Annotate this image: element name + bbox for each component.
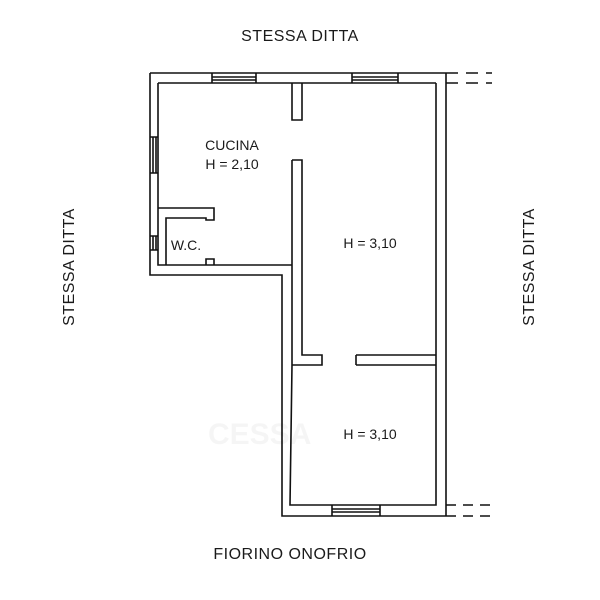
main-room-height: H = 3,10 (343, 235, 397, 251)
dashed-extension-bottom (446, 504, 492, 517)
neighbor-right-label: STESSA DITTA (521, 208, 538, 326)
wc-wall (158, 207, 215, 265)
lower-room-height: H = 3,10 (343, 426, 397, 442)
neighbor-left-label: STESSA DITTA (61, 208, 78, 326)
window-top-right (351, 73, 399, 83)
kitchen-label: CUCINA H = 2,10 (192, 136, 272, 174)
wc-label: W.C. (170, 237, 202, 253)
window-bottom (331, 505, 381, 516)
partition-stub-top (291, 83, 303, 121)
partition-kitchen-main (292, 159, 323, 366)
watermark: CESSA (208, 418, 311, 452)
window-left-wc (150, 235, 158, 251)
dashed-extension-top (446, 72, 492, 84)
window-left-kitchen (150, 136, 158, 174)
kitchen-name: CUCINA (205, 137, 259, 153)
partition-main-lower (355, 354, 436, 366)
outer-wall-outer (149, 72, 447, 517)
window-top-left (211, 73, 257, 83)
neighbor-top-label: STESSA DITTA (241, 28, 359, 45)
wc-door-jamb (205, 258, 215, 265)
kitchen-height: H = 2,10 (205, 156, 259, 172)
neighbor-bottom-label: FIORINO ONOFRIO (213, 546, 367, 563)
